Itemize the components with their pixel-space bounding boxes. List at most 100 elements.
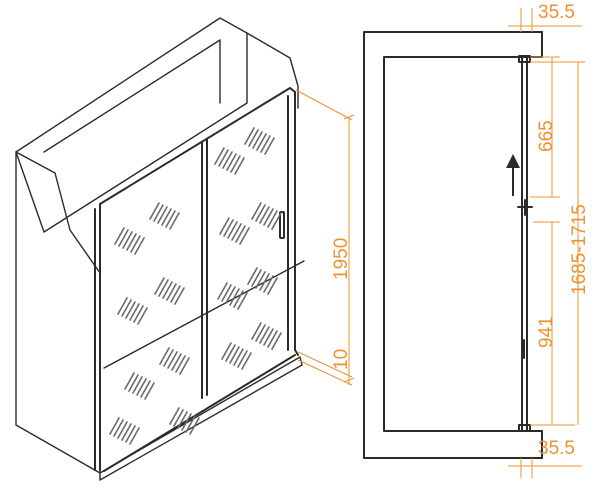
glass-streak bbox=[149, 202, 160, 220]
glass-streak bbox=[237, 292, 248, 310]
glass-streak bbox=[157, 206, 168, 224]
glass-streak bbox=[267, 210, 278, 228]
glass-streak bbox=[153, 204, 164, 222]
glass-pattern bbox=[109, 127, 282, 445]
glass-streak bbox=[159, 347, 170, 365]
glass-streak bbox=[263, 328, 274, 346]
glass-streak bbox=[165, 210, 176, 228]
glass-streak bbox=[169, 212, 180, 230]
glass-streak bbox=[259, 326, 270, 344]
glass-streak bbox=[229, 346, 240, 364]
dimension-upper-segment: 665 bbox=[536, 120, 557, 152]
glass-streak bbox=[154, 277, 165, 295]
left-dimension-lines bbox=[295, 89, 355, 386]
glass-streak bbox=[221, 342, 232, 360]
glass-streak bbox=[140, 380, 151, 398]
glass-streak bbox=[227, 221, 238, 239]
dimension-top-wall-profile: 35.5 bbox=[538, 2, 575, 23]
glass-streak bbox=[174, 287, 185, 305]
glass-streak bbox=[158, 279, 169, 297]
glass-streak bbox=[124, 372, 135, 390]
glass-streak bbox=[259, 273, 270, 291]
glass-streak bbox=[267, 277, 278, 295]
glass-streak bbox=[161, 208, 172, 226]
glass-streak bbox=[179, 357, 190, 375]
glass-streak bbox=[271, 332, 282, 350]
glass-streak bbox=[235, 225, 246, 243]
glass-streak bbox=[251, 202, 262, 220]
glass-streak bbox=[247, 267, 258, 285]
glass-streak bbox=[244, 127, 255, 145]
glass-streak bbox=[223, 219, 234, 237]
dimension-adjustable-range: 1685-1715 bbox=[569, 204, 590, 295]
glass-streak bbox=[169, 407, 180, 425]
glass-streak bbox=[189, 417, 200, 435]
glass-streak bbox=[233, 348, 244, 366]
glass-streak bbox=[129, 303, 140, 321]
glass-streak bbox=[264, 137, 275, 155]
section-view bbox=[363, 31, 543, 459]
glass-streak bbox=[126, 233, 137, 251]
glass-streak bbox=[177, 411, 188, 429]
glass-streak bbox=[134, 237, 145, 255]
glass-streak bbox=[117, 421, 128, 439]
glass-streak bbox=[248, 129, 259, 147]
glass-streak bbox=[122, 231, 133, 249]
niche-wall bbox=[15, 32, 299, 474]
glass-streak bbox=[121, 299, 132, 317]
glass-streak bbox=[175, 355, 186, 373]
glass-streak bbox=[217, 282, 228, 300]
glass-streak bbox=[214, 147, 225, 165]
glass-streak bbox=[263, 208, 274, 226]
glass-streak bbox=[173, 409, 184, 427]
glass-streak bbox=[181, 413, 192, 431]
glass-streak bbox=[222, 151, 233, 169]
glass-streak bbox=[241, 352, 252, 370]
glass-streak bbox=[251, 269, 262, 287]
glass-streak bbox=[221, 284, 232, 302]
glass-streak bbox=[256, 133, 267, 151]
glass-streak bbox=[170, 285, 181, 303]
glass-streak bbox=[129, 427, 140, 445]
glass-streak bbox=[251, 322, 262, 340]
glass-streak bbox=[252, 131, 263, 149]
glass-streak bbox=[255, 271, 266, 289]
glass-streak bbox=[260, 135, 271, 153]
glass-streak bbox=[225, 286, 236, 304]
glass-streak bbox=[109, 417, 120, 435]
glass-streak bbox=[185, 415, 196, 433]
glass-streak bbox=[113, 419, 124, 437]
glass-streak bbox=[234, 157, 245, 175]
glass-streak bbox=[255, 324, 266, 342]
glass-streak bbox=[118, 229, 129, 247]
glass-streak bbox=[133, 305, 144, 323]
glass-streak bbox=[271, 212, 282, 230]
glass-streak bbox=[230, 155, 241, 173]
dimension-bottom-gap: 10 bbox=[331, 349, 352, 370]
right-dimension-lines bbox=[508, 8, 585, 478]
glass-streak bbox=[219, 217, 230, 235]
glass-streak bbox=[218, 149, 229, 167]
glass-streak bbox=[229, 288, 240, 306]
glass-streak bbox=[226, 153, 237, 171]
glass-streak bbox=[255, 204, 266, 222]
glass-streak bbox=[263, 275, 274, 293]
glass-streak bbox=[233, 290, 244, 308]
glass-streak bbox=[231, 223, 242, 241]
glass-streak bbox=[167, 351, 178, 369]
glass-streak bbox=[136, 378, 147, 396]
dimension-height-total: 1950 bbox=[331, 238, 352, 280]
glass-streak bbox=[239, 227, 250, 245]
glass-streak bbox=[137, 307, 148, 325]
glass-streak bbox=[132, 376, 143, 394]
glass-streak bbox=[163, 349, 174, 367]
glass-streak bbox=[166, 283, 177, 301]
glass-streak bbox=[114, 227, 125, 245]
door-frame bbox=[94, 87, 299, 472]
glass-streak bbox=[117, 297, 128, 315]
glass-streak bbox=[171, 353, 182, 371]
glass-streak bbox=[130, 235, 141, 253]
glass-streak bbox=[259, 206, 270, 224]
back-wall bbox=[15, 17, 248, 233]
